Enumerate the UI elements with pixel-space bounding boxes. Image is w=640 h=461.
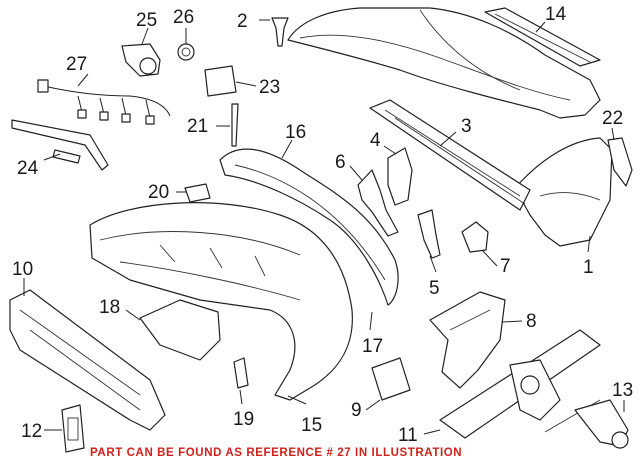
callout-2: 2 [237, 11, 248, 32]
part-10-frame [9, 289, 166, 431]
callout-21: 21 [187, 116, 208, 137]
callout-4: 4 [370, 130, 381, 151]
callout-23: 23 [259, 77, 280, 98]
part-12-plate [61, 404, 85, 453]
part-23-module [204, 65, 237, 97]
part-1-bumper-side [514, 137, 613, 247]
callout-6: 6 [335, 152, 346, 173]
part-5-bracket [417, 209, 441, 259]
callout-5: 5 [429, 278, 440, 299]
part-14-strip [484, 7, 601, 67]
callout-8: 8 [526, 311, 537, 332]
part-24-harness-strip [11, 119, 109, 171]
part-7-bracket [461, 221, 489, 253]
footer-note: PART CAN BE FOUND AS REFERENCE # 27 IN I… [90, 447, 462, 459]
callout-11: 11 [398, 425, 418, 446]
part-16-trim-strip [219, 148, 399, 306]
part-9-plate [371, 357, 411, 401]
part-2-clip [271, 17, 289, 47]
part-26-ring [177, 43, 195, 61]
callout-17: 17 [362, 336, 383, 357]
callout-3: 3 [461, 116, 472, 137]
callout-13: 13 [612, 380, 633, 401]
callout-7: 7 [500, 256, 511, 277]
part-20-clip [184, 183, 211, 203]
callout-24: 24 [17, 158, 39, 179]
part-25-sensor [121, 43, 161, 77]
callout-19: 19 [233, 409, 254, 430]
part-15-lower-bumper [89, 202, 353, 401]
part-8-bracket [429, 291, 506, 389]
callout-27: 27 [66, 54, 87, 75]
callout-26: 26 [173, 7, 194, 28]
part-6-bracket [357, 169, 399, 237]
callout-15: 15 [301, 415, 322, 436]
callout-10: 10 [12, 259, 33, 280]
callout-16: 16 [285, 122, 306, 143]
part-19-clip [233, 357, 249, 389]
part-14-bumper-cover [287, 7, 601, 119]
part-4-bracket [387, 147, 413, 206]
callout-14: 14 [545, 4, 567, 25]
callout-12: 12 [21, 421, 42, 442]
callout-18: 18 [99, 297, 120, 318]
callout-22: 22 [602, 108, 623, 129]
part-3-impact-bar [369, 99, 531, 211]
part-11-tow-hitch [439, 329, 601, 439]
leader-lines [23, 19, 625, 435]
part-21-rod [231, 103, 239, 147]
callout-25: 25 [136, 10, 157, 31]
part-27-wire-harness [37, 79, 171, 125]
part-22-bracket [607, 137, 633, 187]
callout-20: 20 [148, 182, 169, 203]
callout-9: 9 [351, 400, 362, 421]
part-13-ball-mount [574, 399, 629, 449]
part-18-cover [139, 299, 221, 361]
callout-1: 1 [583, 257, 594, 278]
